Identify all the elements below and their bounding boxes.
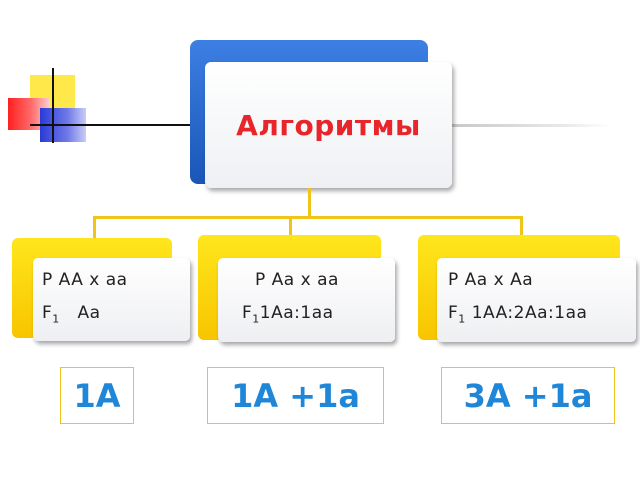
result-box-1: 1A <box>60 367 134 424</box>
cross-box-3: P Aa x Aa F1 1AA:2Aa:1aa <box>437 258 636 342</box>
cross-3-parents: P Aa x Aa <box>448 270 534 290</box>
connector-right <box>520 216 523 236</box>
connector-horizontal <box>93 216 523 219</box>
connector-left <box>93 216 96 240</box>
f-subscript: 1 <box>458 312 466 326</box>
cross-1-offspring: F1 Aa <box>42 303 101 325</box>
cross-box-2: P Aa x aa F11Aa:1aa <box>218 258 395 342</box>
decor-horizontal-line-fade <box>452 124 612 127</box>
decor-vertical-line <box>52 68 54 143</box>
cross-2-offspring: F11Aa:1aa <box>242 303 334 325</box>
f-subscript: 1 <box>52 312 60 326</box>
page-title: Алгоритмы <box>236 108 421 142</box>
f-label: F <box>448 303 459 323</box>
cross-3-offspring: F1 1AA:2Aa:1aa <box>448 303 587 325</box>
offspring-ratio: Aa <box>77 303 101 323</box>
decor-horizontal-line <box>30 124 190 126</box>
f-subscript: 1 <box>252 312 260 326</box>
cross-box-1: P AA x aa F1 Aa <box>33 258 190 341</box>
result-box-2: 1A +1a <box>207 367 384 424</box>
f-label: F <box>242 303 253 323</box>
offspring-ratio: 1Aa:1aa <box>259 303 334 323</box>
connector-vertical-main <box>308 188 311 218</box>
result-1-text: 1A <box>73 376 121 415</box>
result-3-text: 3A +1a <box>463 376 593 415</box>
cross-1-parents: P AA x aa <box>42 270 128 290</box>
title-box: Алгоритмы <box>205 62 452 188</box>
result-box-3: 3A +1a <box>441 367 615 424</box>
connector-center <box>289 216 292 236</box>
result-2-text: 1A +1a <box>231 376 360 415</box>
cross-2-parents: P Aa x aa <box>255 270 339 290</box>
offspring-ratio: 1AA:2Aa:1aa <box>471 303 588 323</box>
f-label: F <box>42 303 53 323</box>
